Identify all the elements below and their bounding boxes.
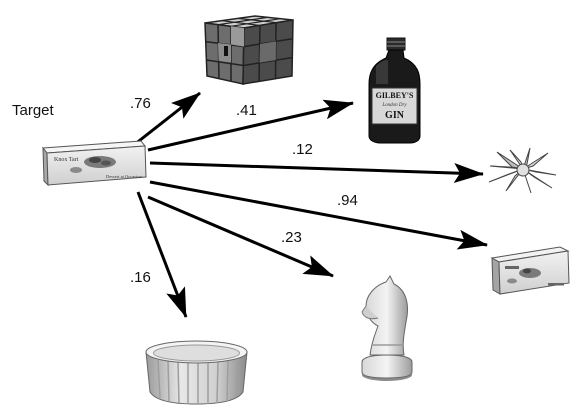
- similarity-label-gin-bottle: .41: [236, 102, 257, 119]
- arrows: [129, 91, 488, 318]
- similarity-label-matching-box: .94: [337, 192, 358, 209]
- gin-bottle-image: GILBEY'S London Dry GIN: [368, 37, 421, 144]
- similarity-label-gift-bow: .12: [292, 141, 313, 158]
- chess-knight-image: [361, 275, 413, 381]
- similarity-label-chess-knight: .23: [281, 229, 302, 246]
- ramekin-bowl-image: [145, 340, 248, 405]
- arrow-to-rubiks-cube: [129, 91, 201, 150]
- arrow-to-gin-bottle: [147, 99, 354, 152]
- target-box-image: Knox Tart Dessert at Occasion: [42, 140, 147, 187]
- similarity-label-ramekin-bowl: .16: [130, 269, 151, 286]
- bottle-gin-label: GIN: [385, 110, 405, 121]
- similarity-label-rubiks-cube: .76: [130, 95, 151, 112]
- arrow-to-chess-knight: [147, 195, 334, 278]
- arrow-to-ramekin-bowl: [136, 191, 188, 318]
- target-box-brand: Knox Tart: [54, 157, 79, 163]
- target-box-tagline: Dessert at Occasion: [106, 174, 142, 179]
- gift-bow-image: [488, 147, 557, 194]
- target-label: Target: [12, 102, 54, 119]
- rubiks-cube-image: [204, 15, 294, 85]
- bottle-brand: GILBEY'S: [376, 91, 414, 100]
- arrow-to-gift-bow: [149, 161, 484, 184]
- matching-box-image: [490, 246, 570, 295]
- arrow-to-matching-box: [149, 180, 488, 250]
- bottle-subtitle: London Dry: [381, 103, 407, 108]
